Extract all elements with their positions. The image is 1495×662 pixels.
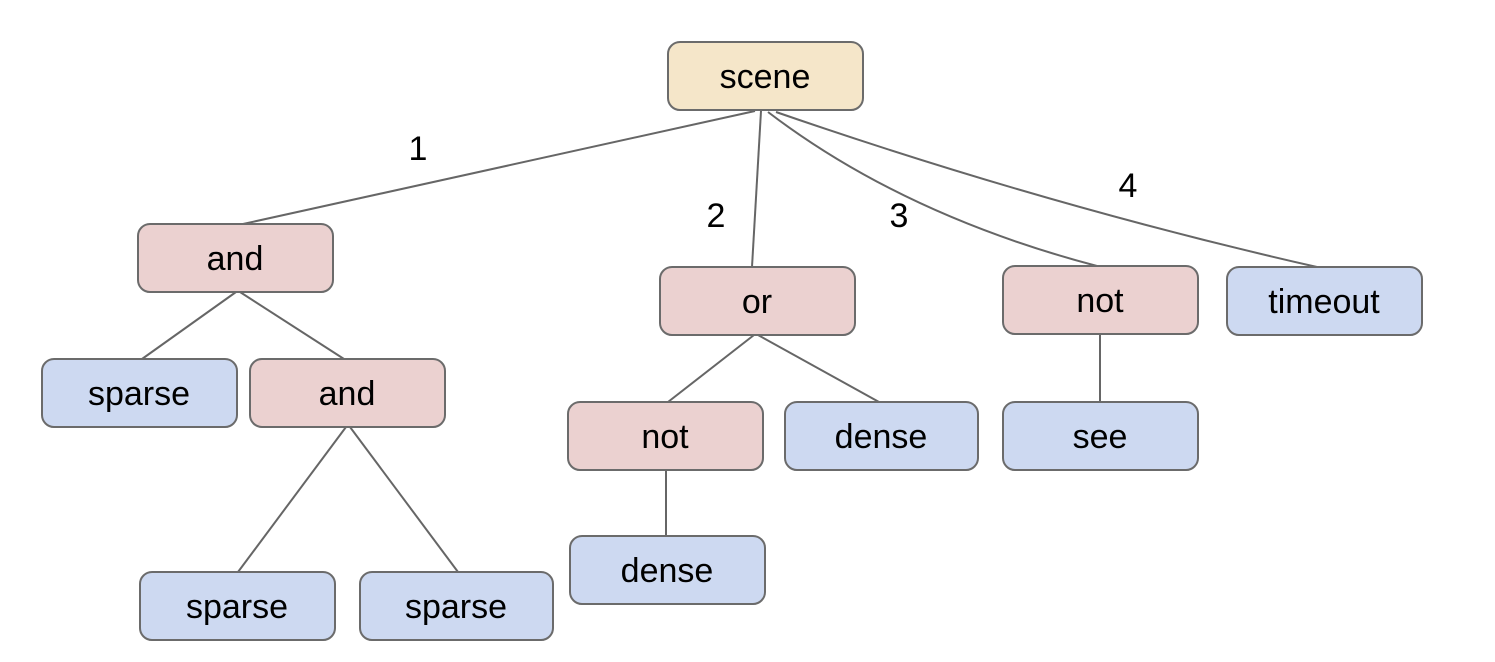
node-not-1: not	[1002, 265, 1199, 335]
edge-label-4: 4	[1119, 167, 1138, 205]
edge-or-not	[667, 334, 755, 403]
node-dense-2-label: dense	[621, 552, 714, 590]
node-sparse-2-label: sparse	[186, 588, 288, 626]
node-and-1-box	[137, 223, 334, 293]
edge-scene-or	[751, 110, 762, 268]
node-sparse-1-label: sparse	[88, 375, 190, 413]
node-not-2-box	[567, 401, 764, 471]
node-sparse-1: sparse	[41, 358, 238, 428]
node-or-box	[659, 266, 856, 336]
edge-scene-and	[242, 110, 756, 225]
node-not-1-box	[1002, 265, 1199, 335]
edge-scene-not	[767, 111, 1098, 267]
node-dense-2-box	[569, 535, 766, 605]
node-and-1-label: and	[207, 240, 264, 278]
node-timeout: timeout	[1226, 266, 1423, 336]
edge-or-dense	[757, 334, 880, 403]
node-dense-2: dense	[569, 535, 766, 605]
edge-label-3: 3	[890, 197, 909, 235]
node-dense-1-box	[784, 401, 979, 471]
edge-and-sparse	[141, 291, 237, 360]
node-scene-box	[667, 41, 864, 111]
edge-and-and	[239, 291, 345, 360]
node-sparse-3: sparse	[359, 571, 554, 641]
node-and-2-label: and	[319, 375, 376, 413]
edge-and2-sparse-right	[349, 426, 459, 573]
node-see-box	[1002, 401, 1199, 471]
node-see-label: see	[1073, 418, 1128, 456]
node-timeout-label: timeout	[1268, 283, 1380, 321]
node-not-2-label: not	[641, 418, 689, 456]
node-sparse-1-box	[41, 358, 238, 428]
node-and-1: and	[137, 223, 334, 293]
node-or-label: or	[742, 283, 772, 321]
node-timeout-box	[1226, 266, 1423, 336]
node-not-2: not	[567, 401, 764, 471]
node-dense-1-label: dense	[835, 418, 928, 456]
edge-label-2: 2	[707, 197, 726, 235]
node-sparse-2-box	[139, 571, 336, 641]
node-sparse-2: sparse	[139, 571, 336, 641]
edge-label-1: 1	[409, 130, 428, 168]
node-and-2-box	[249, 358, 446, 428]
node-scene: scene	[667, 41, 864, 111]
node-not-1-label: not	[1076, 282, 1124, 320]
node-see: see	[1002, 401, 1199, 471]
node-sparse-3-label: sparse	[405, 588, 507, 626]
edge-scene-timeout	[775, 111, 1318, 268]
node-dense-1: dense	[784, 401, 979, 471]
node-and-2: and	[249, 358, 446, 428]
edge-and2-sparse-left	[237, 426, 347, 573]
node-scene-label: scene	[720, 58, 811, 96]
node-or: or	[659, 266, 856, 336]
node-sparse-3-box	[359, 571, 554, 641]
